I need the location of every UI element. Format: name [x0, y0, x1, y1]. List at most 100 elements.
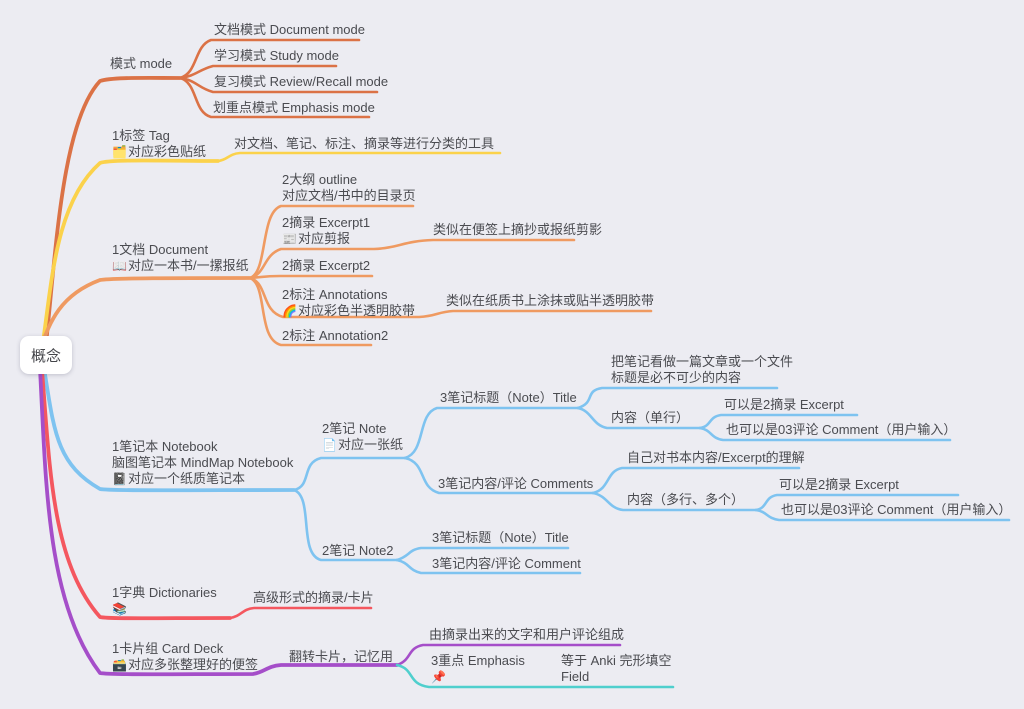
node-excerpt1-desc: 📰对应剪报 [282, 231, 370, 247]
node-mode[interactable]: 模式 mode [110, 56, 173, 71]
node-emphasis[interactable]: 3重点 Emphasis 📌 [431, 653, 525, 685]
sticker-tabs-icon: 🗂️ [112, 145, 127, 159]
branch-outline [248, 204, 415, 280]
node-card-deck-title: 1卡片组 Card Deck [112, 641, 224, 656]
node-card-deck[interactable]: 1卡片组 Card Deck 🗃️对应多张整理好的便签 [112, 641, 258, 673]
node-tag-child[interactable]: 对文档、笔记、标注、摘录等进行分类的工具 [234, 136, 495, 151]
root-node[interactable]: 概念 [20, 336, 72, 374]
node-tag[interactable]: 1标签 Tag 🗂️对应彩色贴纸 [112, 128, 206, 160]
node-note2-comment-node[interactable]: 3笔记内容/评论 Comment [432, 556, 581, 571]
node-outline[interactable]: 2大纲 outline 对应文档/书中的目录页 [282, 172, 416, 204]
branch-flip-composed [395, 643, 622, 667]
node-anki[interactable]: 等于 Anki 完形填空 Field [561, 653, 672, 685]
node-notebook[interactable]: 1笔记本 Notebook 脑图笔记本 MindMap Notebook 📓对应… [112, 439, 293, 487]
rainbow-icon: 🌈 [282, 304, 297, 318]
branch-mode-study [178, 64, 338, 80]
node-notebook-line3-text: 对应一个纸质笔记本 [127, 471, 245, 486]
branch-tag-trunk [41, 158, 220, 344]
node-note-desc: 📄对应一张纸 [322, 437, 403, 453]
branch-mode-document [178, 38, 361, 80]
pushpin-icon: 📌 [431, 670, 446, 684]
node-emphasis-icon-line: 📌 [431, 669, 525, 685]
branch-mode-emphasis [178, 76, 371, 119]
node-document[interactable]: 1文档 Document 📖对应一本书/一摞报纸 [112, 242, 249, 274]
node-note-desc-text: 对应一张纸 [337, 437, 403, 452]
branch-title-desc [576, 386, 779, 410]
branch-cm-excerpt [754, 493, 960, 512]
node-excerpt1-title: 2摘录 Excerpt1 [282, 215, 371, 230]
node-title-desc[interactable]: 把笔记看做一篇文章或一个文件 标题是必不可少的内容 [611, 354, 793, 386]
node-cm-excerpt[interactable]: 可以是2摘录 Excerpt [779, 477, 899, 492]
branch-annotation2 [248, 276, 373, 347]
branch-note-title [403, 406, 580, 460]
node-flip-card[interactable]: 翻转卡片，记忆用 [289, 649, 394, 664]
node-dictionary-title: 1字典 Dictionaries [112, 585, 217, 600]
node-note-comments-node[interactable]: 3笔记内容/评论 Comments [438, 476, 594, 491]
node-notebook-line2: 脑图笔记本 MindMap Notebook [112, 455, 294, 470]
node-annotations[interactable]: 2标注 Annotations 🌈对应彩色半透明胶带 [282, 287, 415, 319]
branch-content-single [576, 406, 702, 430]
branch-deck-trunk [38, 367, 399, 677]
node-tag-desc: 🗂️对应彩色贴纸 [112, 144, 206, 160]
branch-note2-title [395, 546, 570, 562]
branch-note2 [292, 488, 399, 562]
node-content-single[interactable]: 内容（单行） [611, 410, 690, 425]
node-flip-composed[interactable]: 由摘录出来的文字和用户评论组成 [429, 627, 625, 642]
node-outline-title: 2大纲 outline [282, 172, 358, 187]
node-annotation2[interactable]: 2标注 Annotation2 [282, 328, 389, 343]
node-excerpt1[interactable]: 2摘录 Excerpt1 📰对应剪报 [282, 215, 370, 247]
page-icon: 📄 [322, 438, 337, 452]
branch-mode-trunk [44, 75, 182, 346]
node-mode-document[interactable]: 文档模式 Document mode [214, 22, 365, 37]
branch-emphasis [395, 663, 675, 689]
node-notebook-line3: 📓对应一个纸质笔记本 [112, 471, 293, 487]
branch-note [292, 456, 407, 492]
branch-content-multi [591, 491, 758, 512]
branch-excerpt1 [248, 238, 576, 280]
node-note2-title-node[interactable]: 3笔记标题（Note）Title [432, 530, 569, 545]
newspaper-icon: 📰 [282, 232, 297, 246]
branch-document-trunk [39, 276, 252, 349]
node-note-title: 2笔记 Note [322, 421, 387, 436]
node-notebook-line1: 1笔记本 Notebook [112, 439, 218, 454]
node-annotations-desc-text: 对应彩色半透明胶带 [297, 303, 415, 318]
node-cs-comment[interactable]: 也可以是03评论 Comment（用户输入） [726, 422, 957, 437]
notebook-icon: 📓 [112, 472, 127, 486]
branch-cs-comment [698, 426, 952, 442]
node-anki-line1: 等于 Anki 完形填空 [561, 653, 672, 668]
branch-tag-child [216, 151, 502, 163]
node-mode-review[interactable]: 复习模式 Review/Recall mode [214, 74, 389, 89]
node-card-deck-desc-text: 对应多张整理好的便签 [127, 657, 258, 672]
node-tag-title: 1标签 Tag [112, 128, 170, 143]
node-dictionary-icon-line: 📚 [112, 601, 217, 617]
books-icon: 📚 [112, 602, 127, 616]
node-note[interactable]: 2笔记 Note 📄对应一张纸 [322, 421, 403, 453]
branch-comments-desc [591, 466, 801, 495]
branch-dictionary-child [228, 606, 373, 620]
node-excerpt1-note[interactable]: 类似在便签上摘抄或报纸剪影 [433, 222, 603, 237]
node-document-desc: 📖对应一本书/一摞报纸 [112, 258, 249, 274]
node-annotations-note[interactable]: 类似在纸质书上涂抹或贴半透明胶带 [446, 293, 655, 308]
card-box-icon: 🗃️ [112, 658, 127, 672]
node-mode-emphasis[interactable]: 划重点模式 Emphasis mode [213, 100, 375, 115]
node-annotations-desc: 🌈对应彩色半透明胶带 [282, 303, 415, 319]
node-excerpt2[interactable]: 2摘录 Excerpt2 [282, 258, 371, 273]
node-mode-study[interactable]: 学习模式 Study mode [214, 48, 339, 63]
branch-dictionary-trunk [40, 368, 232, 621]
branch-note-comments [403, 456, 595, 495]
node-title-desc-line1: 把笔记看做一篇文章或一个文件 [611, 354, 794, 369]
node-content-multi[interactable]: 内容（多行、多个） [627, 492, 745, 507]
branch-annotations [248, 276, 653, 319]
node-dictionary[interactable]: 1字典 Dictionaries 📚 [112, 585, 217, 617]
node-comments-desc[interactable]: 自己对书本内容/Excerpt的理解 [627, 450, 805, 465]
node-note-title-node[interactable]: 3笔记标题（Note）Title [440, 390, 577, 405]
node-emphasis-title: 3重点 Emphasis [431, 653, 525, 668]
branch-cs-excerpt [698, 413, 859, 430]
node-dictionary-child[interactable]: 高级形式的摘录/卡片 [253, 590, 374, 605]
node-note2[interactable]: 2笔记 Note2 [322, 543, 394, 558]
node-cs-excerpt[interactable]: 可以是2摘录 Excerpt [724, 397, 844, 412]
node-cm-comment[interactable]: 也可以是03评论 Comment（用户输入） [781, 502, 1012, 517]
branch-notebook-trunk [42, 366, 296, 493]
